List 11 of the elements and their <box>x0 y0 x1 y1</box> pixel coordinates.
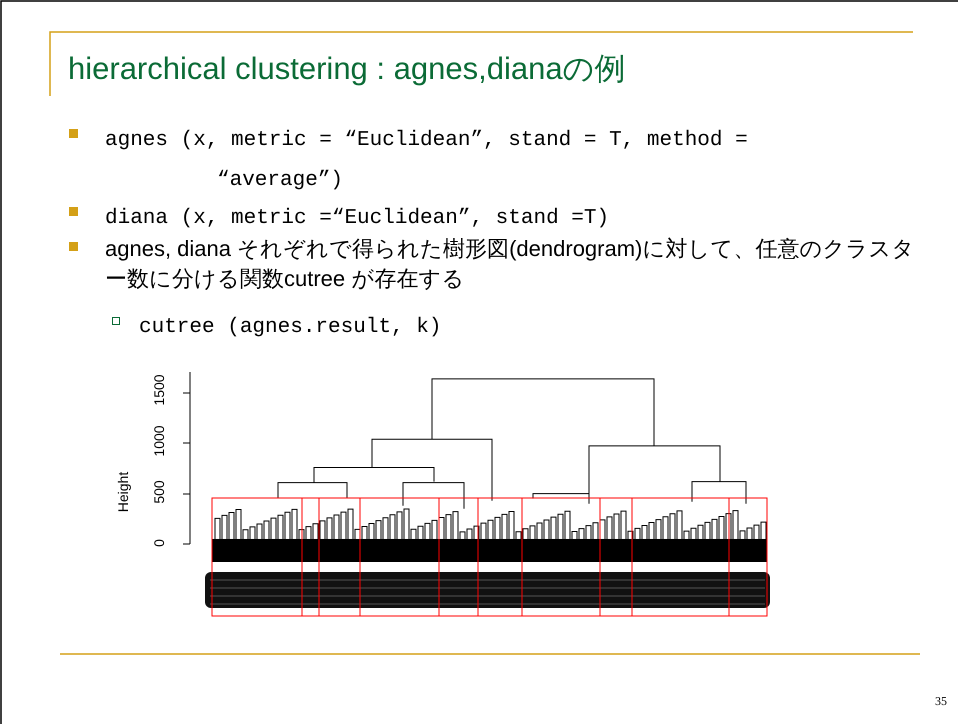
sub-bullet-text: cutree (agnes.result, k) <box>139 315 442 341</box>
page-number: 35 <box>935 694 947 709</box>
axis-tick-label: 1500 <box>151 374 167 406</box>
bullet-text: diana (x, metric =“Euclidean”, stand =T) <box>105 206 610 232</box>
slide-title: hierarchical clustering : agnes,dianaの例 <box>68 50 626 88</box>
bullet-text: agnes, diana それぞれで得られた樹形図(dendrogram)に対して、任意のクラスター数に分ける関数cutree が存在する <box>104 235 916 293</box>
axis-tick-label: 500 <box>151 480 167 504</box>
axis-title: Height <box>115 472 131 512</box>
axis-tick-label: 1000 <box>151 425 167 457</box>
axis-tick-label: 0 <box>151 539 167 547</box>
bullet-text: agnes (x, metric = “Euclidean”, stand = T, method = “average”) <box>105 128 749 194</box>
